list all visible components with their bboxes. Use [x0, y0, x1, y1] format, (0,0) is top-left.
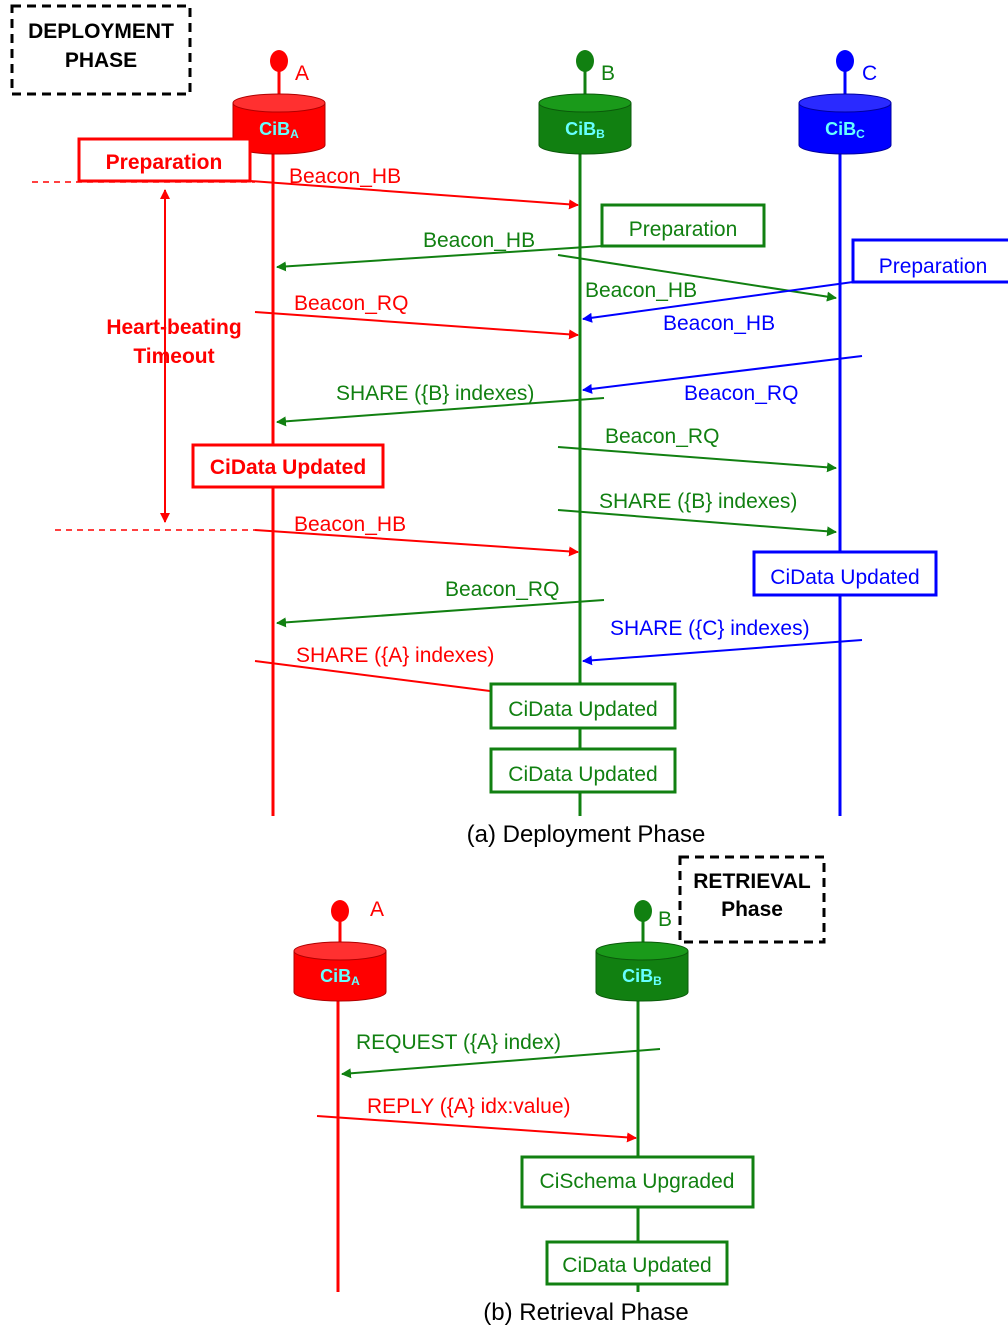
node-b-database-icon — [538, 103, 632, 155]
msg-label-10: Beacon_HB — [294, 513, 406, 536]
retrieval-cidata-label: CiData Updated — [562, 1254, 711, 1277]
msg-label-1: Beacon_HB — [289, 165, 401, 188]
msg-arrow-6 — [276, 397, 605, 427]
msg-arrow-5 — [582, 281, 854, 323]
schema-upgraded-box: CiSchema Upgraded — [520, 1155, 755, 1209]
retrieval-phase-box: RETRIEVAL Phase — [678, 855, 826, 944]
cidata-b1-label: CiData Updated — [508, 698, 657, 721]
cidata-a-label: CiData Updated — [210, 456, 366, 479]
retrieval-caption: (b) Retrieval Phase — [483, 1299, 688, 1326]
retrieval-node-a-database-icon — [293, 951, 387, 1002]
deployment-caption: (a) Deployment Phase — [467, 821, 706, 848]
retrieval-node-b-cib-label: CiBB — [622, 966, 662, 988]
msg-label-5: Beacon_HB — [663, 312, 775, 335]
preparation-b-label: Preparation — [629, 218, 738, 241]
deployment-phase-box: DEPLOYMENT PHASE — [10, 4, 192, 96]
node-b-pin-icon — [576, 50, 594, 72]
preparation-c-box: Preparation — [851, 238, 1008, 284]
msg-arrow-10 — [254, 529, 579, 557]
msg-arrow-4 — [254, 311, 579, 340]
msg-arrow-2 — [276, 245, 603, 272]
deployment-phase-title-line1: DEPLOYMENT — [28, 20, 174, 43]
retrieval-phase: RETRIEVAL Phase A CiBA B CiBB REQUEST ({… — [293, 855, 826, 1326]
cidata-c-box: CiData Updated — [752, 550, 938, 597]
node-c-pin-icon — [836, 50, 854, 72]
retrieval-node-b-database-icon — [595, 951, 689, 1002]
node-b-letter: B — [601, 62, 615, 85]
msg-label-9: SHARE ({B} indexes) — [599, 490, 797, 513]
timeout-label-line1: Heart-beating — [106, 316, 241, 339]
cidata-b1-box: CiData Updated — [489, 682, 677, 730]
retrieval-node-b-letter: B — [658, 908, 672, 931]
node-a-cib-label: CiBA — [259, 119, 299, 141]
msg-label-2: Beacon_HB — [423, 229, 535, 252]
msg-arrow-7 — [582, 355, 863, 394]
msg-arrow-8 — [557, 446, 837, 473]
reply-arrow — [316, 1115, 637, 1143]
retrieval-node-a-cib-label: CiBA — [320, 966, 360, 988]
cidata-a-box: CiData Updated — [191, 443, 385, 489]
msg-label-4: Beacon_RQ — [294, 292, 408, 315]
cidata-c-label: CiData Updated — [770, 566, 919, 589]
msg-label-7: Beacon_RQ — [684, 382, 798, 405]
preparation-a-label: Preparation — [106, 151, 223, 174]
node-a-letter: A — [295, 62, 309, 85]
reply-label: REPLY ({A} idx:value) — [367, 1095, 571, 1118]
cidata-b2-label: CiData Updated — [508, 763, 657, 786]
retrieval-node-b-pin-icon — [634, 900, 652, 922]
msg-arrow-1 — [249, 180, 579, 210]
deployment-phase-title-line2: PHASE — [65, 49, 137, 72]
request-label: REQUEST ({A} index) — [356, 1031, 561, 1054]
request-arrow — [341, 1048, 661, 1079]
cidata-b2-box: CiData Updated — [489, 747, 677, 794]
retrieval-cidata-box: CiData Updated — [545, 1240, 729, 1286]
msg-line-13 — [254, 660, 491, 692]
msg-label-12: SHARE ({C} indexes) — [610, 617, 810, 640]
retrieval-node-a-pin-icon — [331, 900, 349, 922]
deployment-phase: DEPLOYMENT PHASE A CiBA B CiBB — [10, 4, 1008, 848]
node-c-cib-label: CiBC — [825, 119, 865, 141]
msg-label-3: Beacon_HB — [585, 279, 697, 302]
schema-upgraded-label: CiSchema Upgraded — [540, 1170, 735, 1193]
retrieval-node-a-letter: A — [370, 898, 384, 921]
node-b-cib-label: CiBB — [565, 119, 605, 141]
retrieval-phase-title-line2: Phase — [721, 898, 783, 921]
retrieval-phase-title-line1: RETRIEVAL — [693, 870, 811, 893]
preparation-b-box: Preparation — [600, 203, 766, 248]
msg-label-13: SHARE ({A} indexes) — [296, 644, 494, 667]
node-b: B CiBB — [538, 50, 632, 155]
preparation-c-label: Preparation — [879, 255, 988, 278]
node-c-database-icon — [798, 103, 892, 155]
msg-arrow-9 — [557, 509, 837, 537]
node-c: C CiBC — [798, 50, 892, 155]
node-a-pin-icon — [270, 50, 288, 72]
preparation-a-box: Preparation — [77, 137, 252, 183]
msg-label-8: Beacon_RQ — [605, 425, 719, 448]
msg-label-11: Beacon_RQ — [445, 578, 559, 601]
timeout-label-line2: Timeout — [133, 345, 214, 368]
msg-arrow-12 — [582, 639, 863, 666]
msg-arrow-11 — [276, 599, 605, 628]
retrieval-node-b: B CiBB — [595, 900, 689, 1002]
retrieval-node-a: A CiBA — [293, 898, 387, 1002]
node-c-letter: C — [862, 62, 877, 85]
msg-label-6: SHARE ({B} indexes) — [336, 382, 534, 405]
